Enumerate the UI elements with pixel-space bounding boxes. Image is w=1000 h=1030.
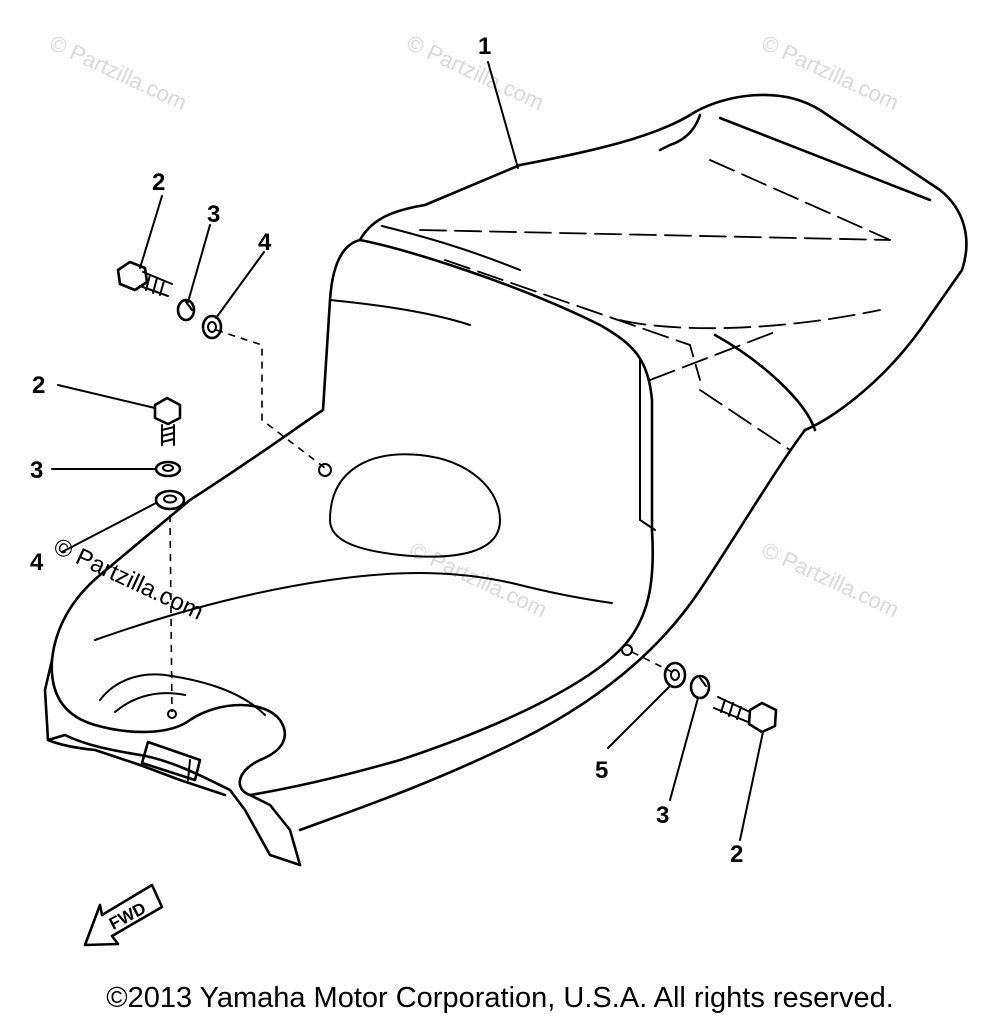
leader-2b xyxy=(57,384,156,409)
callout-2-left: 2 xyxy=(32,372,45,399)
leader-1 xyxy=(487,61,519,169)
watermark-1: © Partzilla.com xyxy=(46,30,191,115)
leader-2c xyxy=(739,731,764,841)
leader-5 xyxy=(607,685,671,749)
mounting-hole-left xyxy=(318,463,332,477)
leader-2a xyxy=(139,195,163,269)
copyright-notice: ©2013 Yamaha Motor Corporation, U.S.A. A… xyxy=(106,982,894,1014)
callout-1: 1 xyxy=(478,33,491,60)
seat xyxy=(43,93,968,867)
bolt-right xyxy=(713,696,778,734)
callout-2-upper: 2 xyxy=(152,169,165,196)
lock-washer-upper-left xyxy=(176,298,196,322)
bolt-upper-left xyxy=(116,260,173,297)
leader-3c xyxy=(669,697,699,801)
washer-left xyxy=(154,489,186,511)
assembly-line-left xyxy=(215,329,326,469)
watermark-dark: © Partzilla.com xyxy=(49,533,207,626)
washer-upper-left xyxy=(201,314,223,340)
lock-washer-left xyxy=(154,460,182,478)
callout-3-upper: 3 xyxy=(207,201,220,228)
mounting-hole-right xyxy=(621,644,633,656)
watermark-5: © Partzilla.com xyxy=(758,537,903,622)
callout-4-left: 4 xyxy=(30,549,44,576)
assembly-line-front xyxy=(169,514,173,713)
watermark-2: © Partzilla.com xyxy=(403,30,548,115)
callout-2-right: 2 xyxy=(730,841,743,868)
callout-4-upper: 4 xyxy=(258,229,272,256)
lock-washer-right xyxy=(689,674,711,700)
leader-3a xyxy=(187,224,211,303)
bolt-left xyxy=(153,396,182,446)
callout-5: 5 xyxy=(595,757,608,784)
leader-4b xyxy=(61,502,157,553)
fwd-arrow-icon: FWD xyxy=(83,883,164,947)
callout-3-left: 3 xyxy=(30,457,43,484)
leader-4a xyxy=(215,251,265,319)
washer-right xyxy=(663,661,687,689)
watermark-3: © Partzilla.com xyxy=(758,30,903,115)
callout-3-right: 3 xyxy=(656,802,669,829)
